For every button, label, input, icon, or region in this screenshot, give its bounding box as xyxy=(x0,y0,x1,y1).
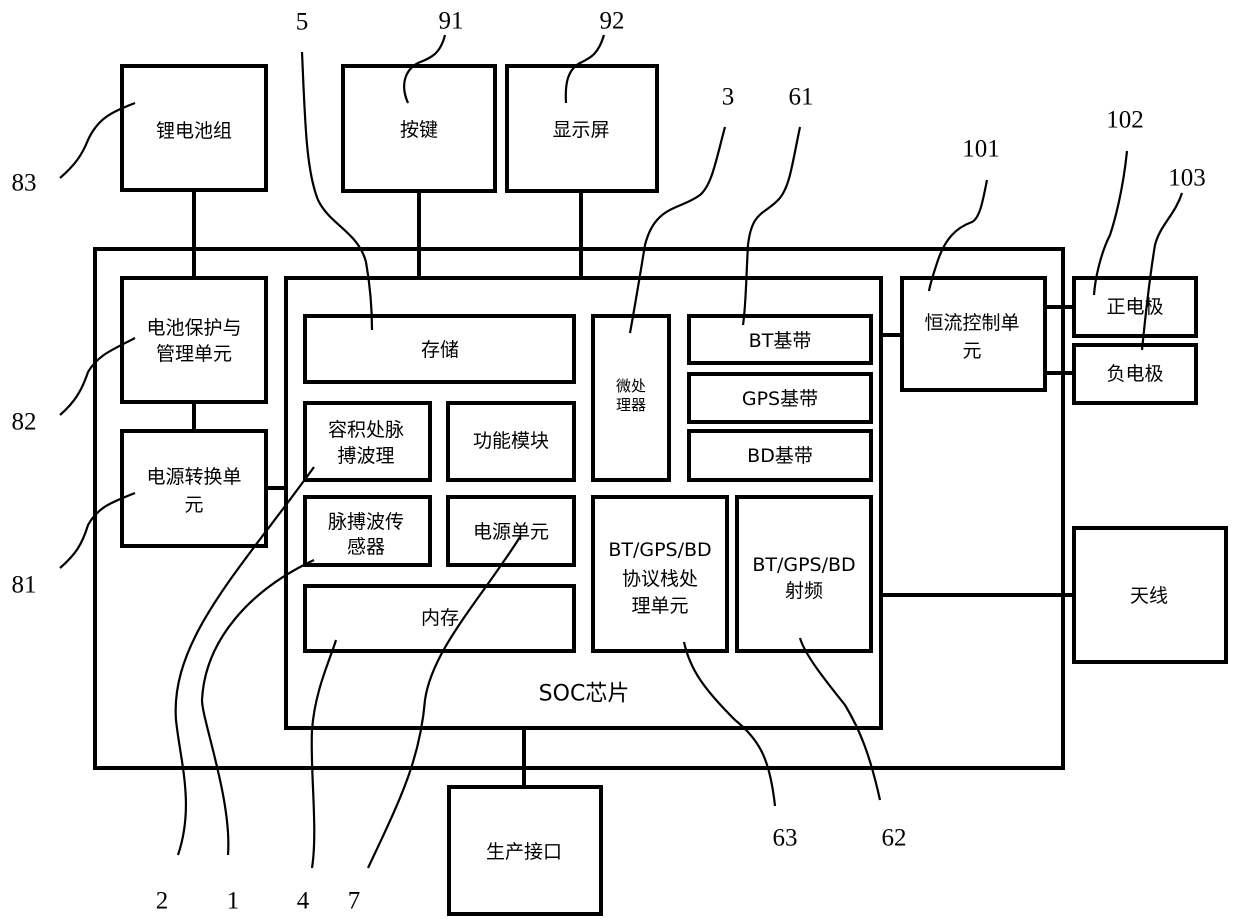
bd-baseband-label: BD基带 xyxy=(747,445,813,467)
gps-baseband-block: GPS基带 xyxy=(689,374,871,422)
bd-baseband-block: BD基带 xyxy=(689,431,871,480)
protocol-stack-block: BT/GPS/BD 协议栈处 理单元 xyxy=(593,497,727,651)
power-conversion-label-line2: 元 xyxy=(184,494,203,516)
ref-82: 82 xyxy=(12,409,37,436)
ref-62: 62 xyxy=(882,825,907,852)
storage-block: 存储 xyxy=(305,316,574,382)
ref-2: 2 xyxy=(156,888,169,915)
antenna-block: 天线 xyxy=(1074,528,1226,662)
bt-baseband-label: BT基带 xyxy=(749,330,812,352)
battery-protection-label-line1: 电池保护与 xyxy=(146,317,241,339)
production-interface-block: 生产接口 xyxy=(449,787,601,914)
bt-baseband-block: BT基带 xyxy=(689,316,871,363)
production-interface-label: 生产接口 xyxy=(486,841,562,863)
constant-current-label-line1: 恒流控制单 xyxy=(924,312,1019,334)
power-conversion-label-line1: 电源转换单 xyxy=(146,466,241,488)
ref-1: 1 xyxy=(227,888,240,915)
ref-7: 7 xyxy=(348,888,361,915)
keys-label: 按键 xyxy=(400,119,438,141)
negative-electrode-label: 负电极 xyxy=(1106,363,1163,385)
protocol-stack-label-line2: 协议栈处 xyxy=(622,568,698,590)
storage-label: 存储 xyxy=(421,339,459,361)
positive-electrode-block: 正电极 xyxy=(1074,278,1196,336)
memory-label: 内存 xyxy=(421,607,459,629)
ref-101: 101 xyxy=(962,136,1000,163)
function-module-label: 功能模块 xyxy=(473,430,549,452)
ref-91: 91 xyxy=(439,8,464,35)
function-module-block: 功能模块 xyxy=(448,403,574,480)
ref-4: 4 xyxy=(297,888,310,915)
gps-baseband-label: GPS基带 xyxy=(742,388,818,410)
protocol-stack-label-line3: 理单元 xyxy=(631,595,688,617)
rf-label-line1: BT/GPS/BD xyxy=(752,554,855,576)
ref-5: 5 xyxy=(296,9,309,36)
antenna-label: 天线 xyxy=(1130,585,1168,607)
protocol-stack-label-line1: BT/GPS/BD xyxy=(608,539,711,561)
pulse-sensor-label-line1: 脉搏波传 xyxy=(328,511,404,533)
microprocessor-label-line2: 理器 xyxy=(616,396,646,414)
display-block: 显示屏 xyxy=(507,66,657,191)
soc-chip-label: SOC芯片 xyxy=(539,682,630,707)
constant-current-control-block: 恒流控制单 元 xyxy=(902,278,1045,390)
battery-pack-label: 锂电池组 xyxy=(156,120,232,142)
volume-pulse-label-line2: 搏波理 xyxy=(337,445,394,467)
pulse-sensor-label-line2: 感器 xyxy=(347,536,385,558)
memory-block: 内存 xyxy=(305,586,574,651)
leader-102 xyxy=(1094,151,1127,295)
ref-83: 83 xyxy=(12,170,37,197)
ref-103: 103 xyxy=(1168,165,1206,192)
ref-63: 63 xyxy=(773,825,798,852)
battery-protection-block: 电池保护与 管理单元 xyxy=(122,278,266,402)
positive-electrode-label: 正电极 xyxy=(1106,296,1163,318)
leader-101 xyxy=(929,180,987,291)
volume-pulse-label-line1: 容积处脉 xyxy=(328,419,404,441)
microprocessor-label-line1: 微处 xyxy=(616,377,646,395)
power-conversion-block: 电源转换单 元 xyxy=(122,431,266,546)
power-unit-label: 电源单元 xyxy=(473,521,549,543)
negative-electrode-block: 负电极 xyxy=(1074,345,1196,403)
ref-102: 102 xyxy=(1106,107,1144,134)
ref-81: 81 xyxy=(12,572,37,599)
soc-chip: SOC芯片 存储 容积处脉 搏波理 功能模块 脉搏波传 感器 电源单元 内存 xyxy=(286,278,881,728)
battery-protection-label-line2: 管理单元 xyxy=(156,343,232,365)
display-label: 显示屏 xyxy=(552,119,609,141)
ref-3: 3 xyxy=(722,84,735,111)
keys-block: 按键 xyxy=(343,66,495,191)
rf-block: BT/GPS/BD 射频 xyxy=(737,497,871,651)
battery-pack-block: 锂电池组 xyxy=(122,66,266,190)
power-unit-block: 电源单元 xyxy=(448,497,574,565)
ref-92: 92 xyxy=(600,8,625,35)
volume-pulse-processing-block: 容积处脉 搏波理 xyxy=(305,403,430,480)
constant-current-label-line2: 元 xyxy=(962,340,981,362)
rf-label-line2: 射频 xyxy=(785,580,823,602)
ref-61: 61 xyxy=(789,84,814,111)
microprocessor-block: 微处 理器 xyxy=(593,316,669,480)
pulse-sensor-block: 脉搏波传 感器 xyxy=(305,497,430,565)
